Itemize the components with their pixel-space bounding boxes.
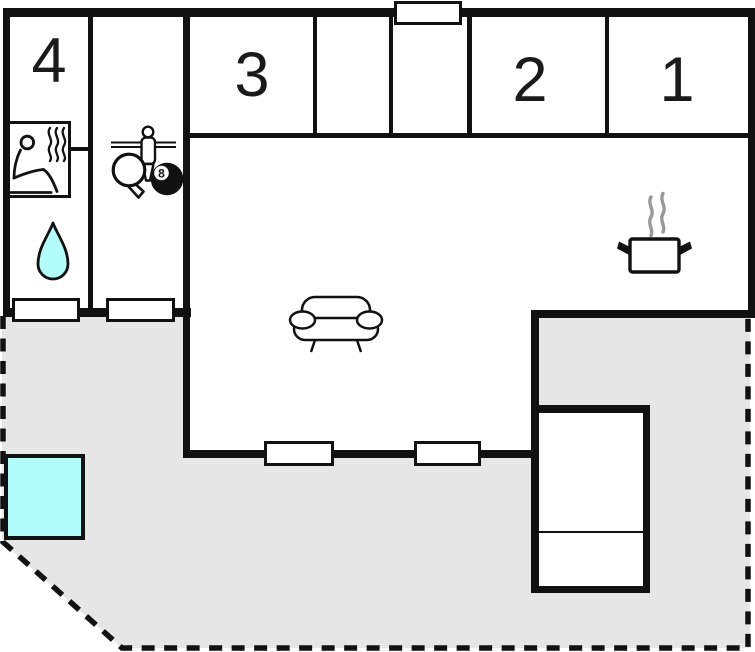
wall-room3-right [313, 17, 317, 133]
sofa-icon [288, 295, 384, 353]
wall-stair-right [643, 405, 650, 593]
entrance-door [394, 1, 462, 25]
wall-rooms-1-2-divider [605, 17, 609, 133]
sauna-steam-lines [47, 126, 67, 163]
cooking-pot-icon [617, 191, 692, 274]
wall-outer-top [3, 8, 755, 17]
wall-bedrooms-bottom [188, 133, 755, 138]
water-drop-icon [36, 221, 70, 281]
wall-outer-right [748, 8, 755, 318]
wall-hall-left [389, 17, 393, 133]
foosball-player-icon [111, 125, 176, 182]
wall-stair-top [531, 405, 650, 413]
room-2-label: 2 [512, 44, 548, 115]
wall-stair-bottom [531, 586, 650, 593]
game-room-icons: 8 [111, 125, 184, 199]
wall-room2-left [467, 17, 472, 133]
wall-living-bottom [183, 450, 539, 458]
wall-living-left [183, 17, 190, 458]
plunge-pool [4, 454, 85, 540]
window-bottom-a [264, 441, 334, 466]
table-tennis-paddle-icon [111, 152, 147, 199]
window-bottom-b [414, 441, 481, 466]
room-4-label: 4 [31, 25, 67, 96]
wall-outer-left [3, 8, 10, 316]
wall-room4-gameroom-divider [88, 17, 93, 308]
window-left-b [106, 298, 175, 322]
sauna-person [7, 134, 59, 194]
pot-steam-lines [648, 191, 666, 238]
window-left-a [12, 298, 80, 322]
billiard-8-ball-icon: 8 [150, 162, 184, 196]
eight-ball-number: 8 [158, 167, 165, 181]
wall-kitchen-bottom [531, 310, 755, 318]
room-1-label: 1 [659, 44, 695, 115]
stair-step-line [539, 531, 643, 533]
sauna-icon [7, 121, 71, 198]
wall-left-column-bottom [3, 308, 191, 317]
room-3-label: 3 [234, 39, 270, 110]
